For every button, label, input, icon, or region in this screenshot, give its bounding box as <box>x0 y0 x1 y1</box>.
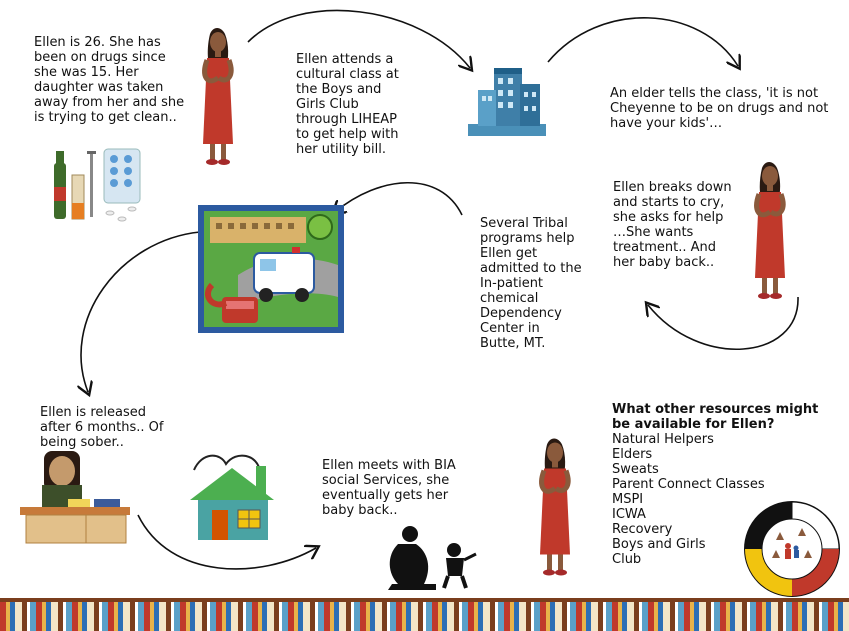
step-1-text: Ellen is 26. She has been on drugs since… <box>34 35 185 125</box>
hospital-ambulance-icon <box>198 205 344 333</box>
ellen-figure-2 <box>745 155 795 305</box>
ellen-figure-3 <box>530 424 580 589</box>
step-4-text: Ellen breaks down and starts to cry, she… <box>613 180 732 270</box>
resource-item: MSPI <box>612 492 644 507</box>
arrow-6 <box>137 514 316 570</box>
building-icon <box>468 68 546 136</box>
step-7-text: Ellen meets with BIA social Services, sh… <box>322 458 456 518</box>
resource-item: Elders <box>612 447 653 462</box>
mother-child-silhouette-icon <box>388 526 477 590</box>
arrow-1 <box>247 9 470 68</box>
cheyenne-circle-of-kinship-logo <box>744 501 840 597</box>
resource-item: ICWA <box>612 507 646 522</box>
drugs-icon <box>54 148 141 222</box>
resource-item: Club <box>612 552 642 567</box>
arrow-4 <box>335 182 463 215</box>
step-5-text: Several Tribal programs help Ellen get a… <box>480 216 582 351</box>
resource-item: Parent Connect Classes <box>612 477 765 492</box>
ellen-figure-1 <box>193 16 243 176</box>
resource-item: Natural Helpers <box>612 432 714 447</box>
border-line <box>0 598 849 602</box>
house-icon <box>190 454 274 540</box>
step-3-text: An elder tells the class, 'it is not Che… <box>610 86 829 131</box>
resource-item: Sweats <box>612 462 659 477</box>
resources-title: What other resources might be available … <box>612 402 819 432</box>
step-2-text: Ellen attends a cultural class at the Bo… <box>296 52 399 157</box>
arrow-2 <box>547 17 738 66</box>
decorative-border <box>0 598 849 631</box>
resource-item: Boys and Girls <box>612 537 706 552</box>
resources-list: Natural Helpers Elders Sweats Parent Con… <box>612 432 837 567</box>
resource-item: Recovery <box>612 522 673 537</box>
step-6-text: Ellen is released after 6 months.. Of be… <box>40 405 164 450</box>
arrow-5 <box>81 231 201 392</box>
desk-worker-icon <box>20 451 130 544</box>
resources-panel: What other resources might be available … <box>612 402 837 567</box>
arrow-3 <box>648 296 799 350</box>
